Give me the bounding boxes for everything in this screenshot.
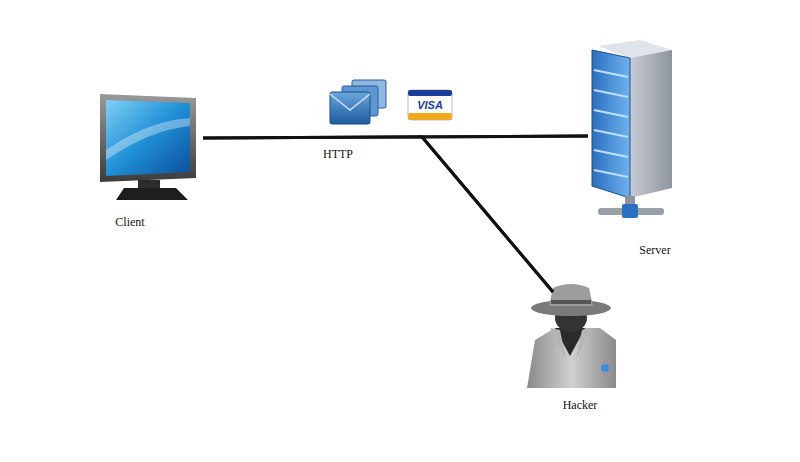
node-label: Hacker [563, 398, 598, 412]
hacker-node: Hacker [525, 292, 619, 390]
credit-card [408, 90, 452, 120]
network-line [422, 136, 588, 292]
server-node: Server [588, 38, 674, 220]
client-node: Client [95, 88, 203, 204]
mail-icon [330, 80, 386, 124]
server-tower [592, 40, 672, 218]
card-brand: VISA [417, 100, 443, 111]
hacker-figure [527, 284, 616, 388]
node-label: Client [115, 215, 144, 229]
node-label: Server [639, 243, 670, 257]
network-line [203, 137, 553, 292]
client-monitor [100, 94, 196, 200]
protocol-label: HTTP [321, 147, 355, 161]
